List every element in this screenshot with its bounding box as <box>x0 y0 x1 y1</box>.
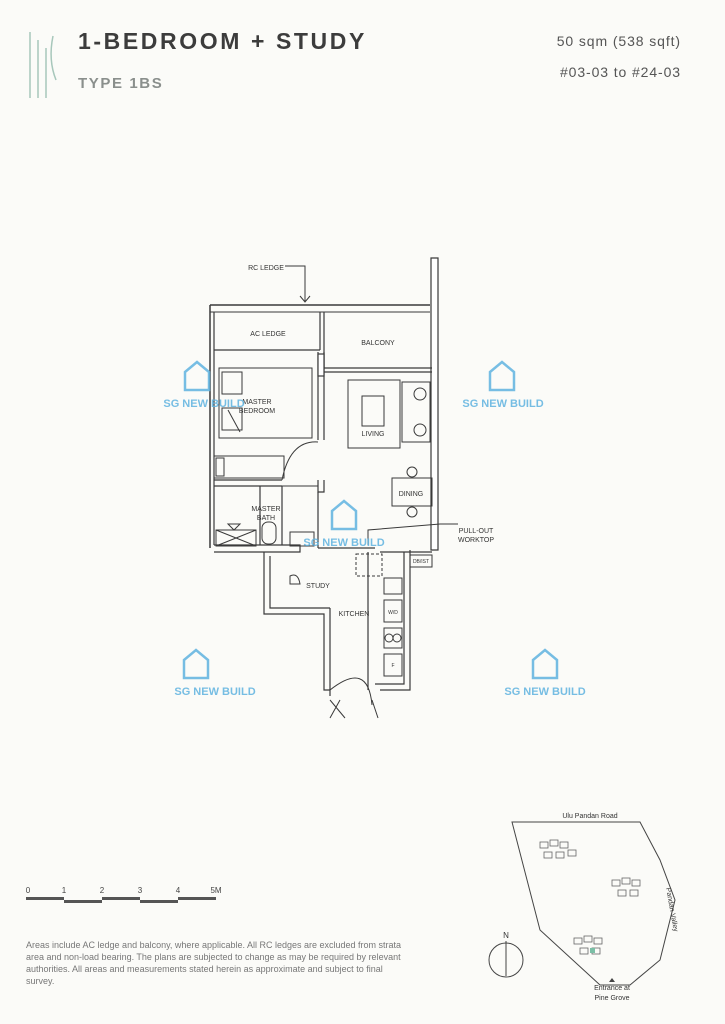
label-master-bedroom-1: MASTER <box>242 399 271 406</box>
watermark-logo: SG NEW BUILD <box>462 360 544 410</box>
unit-area: 50 sqm (538 sqft) <box>556 33 681 49</box>
road-pandan-valley: Pandan Valley <box>664 887 679 933</box>
watermark-text: SG NEW BUILD <box>174 686 255 698</box>
label-rc-ledge: RC LEDGE <box>248 265 284 272</box>
svg-text:N: N <box>503 931 509 940</box>
brand-logo <box>22 30 72 105</box>
page-title: 1-BEDROOM + STUDY <box>78 28 367 54</box>
svg-text:5M: 5M <box>210 886 221 895</box>
watermark-text: SG NEW BUILD <box>163 398 244 410</box>
svg-text:2: 2 <box>100 886 105 895</box>
svg-text:1: 1 <box>62 886 67 895</box>
road-ulu-pandan: Ulu Pandan Road <box>562 813 617 820</box>
label-dbist: DB/IST <box>413 559 429 565</box>
disclaimer: Areas include AC ledge and balcony, wher… <box>26 940 402 986</box>
watermark-text: SG NEW BUILD <box>462 398 543 410</box>
watermark-text: SG NEW BUILD <box>303 537 384 549</box>
entrance-label-2: Pine Grove <box>594 995 629 1002</box>
watermark-logo: SG NEW BUILD <box>504 648 586 698</box>
unit-range: #03-03 to #24-03 <box>559 64 681 80</box>
svg-text:0: 0 <box>26 886 31 895</box>
label-balcony: BALCONY <box>361 340 395 347</box>
site-plan: Ulu Pandan Road Pandan Valley Entrance a… <box>511 813 679 1002</box>
label-dining: DINING <box>399 491 424 498</box>
label-ac-ledge: AC LEDGE <box>250 331 286 338</box>
north-arrow: N <box>488 931 524 978</box>
label-master-bedroom-2: BEDROOM <box>239 408 275 415</box>
watermark-logo: SG NEW BUILD <box>174 648 256 698</box>
watermark-logo: SG NEW BUILD <box>163 360 245 410</box>
label-wd: W/D <box>388 610 398 616</box>
label-kitchen: KITCHEN <box>339 611 370 618</box>
label-pullout-2: WORKTOP <box>458 537 494 544</box>
unit-type: TYPE 1BS <box>78 75 164 92</box>
label-fridge: F <box>391 663 394 669</box>
entrance-label-1: Entrance at <box>594 985 630 992</box>
label-master-bath-2: BATH <box>257 515 275 522</box>
label-study: STUDY <box>306 583 330 590</box>
watermark-logo: SG NEW BUILD <box>303 499 385 549</box>
svg-text:4: 4 <box>176 886 181 895</box>
watermark-text: SG NEW BUILD <box>504 686 585 698</box>
label-pullout-1: PULL-OUT <box>459 528 494 535</box>
label-master-bath-1: MASTER <box>251 506 280 513</box>
label-living: LIVING <box>362 431 385 438</box>
scale-bar: 0 1 2 3 4 5M <box>26 886 222 903</box>
svg-text:3: 3 <box>138 886 143 895</box>
